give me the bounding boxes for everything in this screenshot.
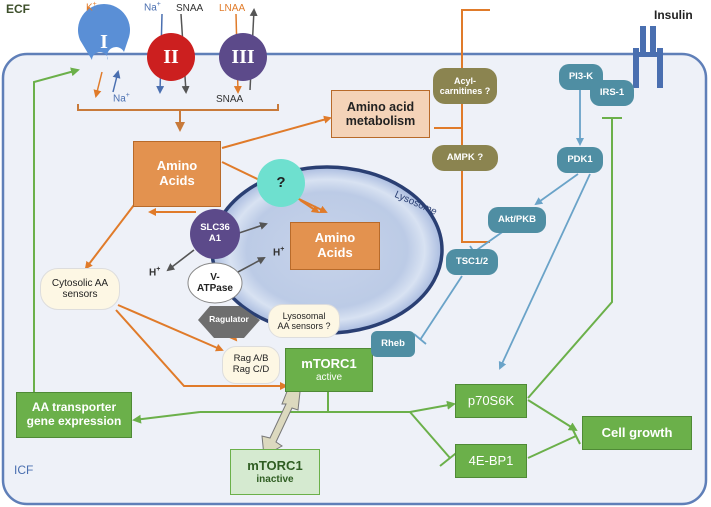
- aa-metabolism-line2: metabolism: [345, 114, 416, 128]
- mtorc1-conversion-arrow: [261, 383, 301, 457]
- lysosomal-sensors-node: Lysosomal AA sensors ?: [268, 304, 340, 338]
- mtorc1-active-box: mTORC1 active: [285, 348, 373, 392]
- lysosomal-sensors-line2: AA sensors ?: [277, 321, 331, 331]
- aa-transporter-line2: gene expression: [26, 414, 122, 428]
- akt-node: Akt/PKB: [488, 207, 546, 233]
- aa-metabolism-box: Amino acid metabolism: [331, 90, 430, 138]
- acylcarnitines-line1: Acyl-: [453, 75, 476, 86]
- metabolic-bracket: [434, 9, 490, 243]
- unknown-node: [257, 159, 305, 207]
- tsc-node: TSC1/2: [446, 249, 498, 275]
- lysosomal-sensors-line1: Lysosomal: [282, 310, 326, 321]
- rag-node: Rag A/B Rag C/D: [222, 346, 280, 384]
- amino-acids-cytosol-box: Amino Acids: [133, 141, 221, 207]
- amino-acids-lysosome-box: Amino Acids: [290, 222, 380, 270]
- v-atpase-node: [187, 262, 243, 304]
- cell-growth-box: Cell growth: [582, 416, 692, 450]
- t2-snaa-label: SNAA: [176, 3, 204, 14]
- mtorc1-active-line1: mTORC1: [301, 355, 357, 371]
- amino-acids-lysosome-line1: Amino: [314, 230, 356, 246]
- transporter-I-label: I: [100, 30, 108, 53]
- rag-line2: Rag C/D: [232, 364, 270, 375]
- slc36a1-line1: SLC36: [200, 222, 230, 234]
- mtorc1-active-line2: active: [315, 371, 343, 383]
- green-arrows: [33, 67, 622, 467]
- t1-k-label: K+: [86, 1, 97, 14]
- mtorc1-inactive-line2: inactive: [256, 473, 294, 485]
- t2-na-label: Na+: [144, 1, 161, 14]
- unknown-node-label: ?: [276, 174, 286, 192]
- aa-transporter-line1: AA transporter: [31, 400, 117, 415]
- slc36a1-label: SLC36 A1: [193, 218, 237, 250]
- cytosolic-sensors-line2: sensors: [62, 289, 98, 300]
- transporter-III: [219, 33, 267, 81]
- slc36a1-node: [190, 209, 240, 259]
- t1-na-label: Na+: [113, 92, 130, 105]
- amino-acids-cytosol-line2: Acids: [159, 173, 195, 188]
- h-plus-lysosome-label: H+: [273, 246, 285, 259]
- aa-metabolism-line1: Amino acid: [346, 99, 415, 114]
- pdk1-node: PDK1: [557, 147, 603, 173]
- ragulator-node: [198, 306, 260, 338]
- insulin-receptor: [633, 26, 663, 88]
- 4ebp1-box: 4E-BP1: [455, 444, 527, 478]
- v-atpase-label: V- ATPase: [190, 267, 240, 299]
- v-atpase-line1: V-: [210, 271, 220, 283]
- t3-snaa-label: SNAA: [216, 94, 244, 105]
- ecf-label: ECF: [6, 2, 30, 16]
- transporter-brace: [77, 104, 279, 111]
- ampk-node: AMPK ?: [432, 145, 498, 171]
- transporter-III-label: III: [231, 45, 255, 68]
- transporter-II: [147, 33, 195, 81]
- insulin-label: Insulin: [654, 8, 693, 22]
- t3-lnaa-label: LNAA: [219, 3, 246, 14]
- amino-acids-cytosol-line1: Amino: [156, 158, 198, 174]
- aa-transporter-expression-box: AA transporter gene expression: [16, 392, 132, 438]
- transporter-II-label: II: [163, 45, 179, 68]
- rag-line1: Rag A/B: [233, 353, 269, 365]
- transporter-I: [78, 4, 130, 60]
- amino-acids-lysosome-line2: Acids: [317, 245, 353, 260]
- acylcarnitines-line2: carnitines ?: [439, 86, 491, 96]
- mtorc1-inactive-line1: mTORC1: [247, 457, 303, 473]
- v-atpase-line2: ATPase: [197, 283, 233, 294]
- irs1-node: IRS-1: [590, 80, 634, 106]
- ragulator-label: Ragulator: [209, 314, 249, 325]
- cytosolic-sensors-line1: Cytosolic AA: [51, 277, 109, 289]
- h-plus-cytosol-label: H+: [149, 266, 161, 279]
- icf-label: ICF: [14, 463, 34, 477]
- acylcarnitines-node: Acyl- carnitines ?: [433, 68, 497, 104]
- rheb-node: Rheb: [371, 331, 415, 357]
- slc36a1-line2: A1: [208, 233, 222, 244]
- mtorc1-inactive-box: mTORC1 inactive: [230, 449, 320, 495]
- p70s6k-box: p70S6K: [455, 384, 527, 418]
- cytosolic-sensors-node: Cytosolic AA sensors: [40, 268, 120, 310]
